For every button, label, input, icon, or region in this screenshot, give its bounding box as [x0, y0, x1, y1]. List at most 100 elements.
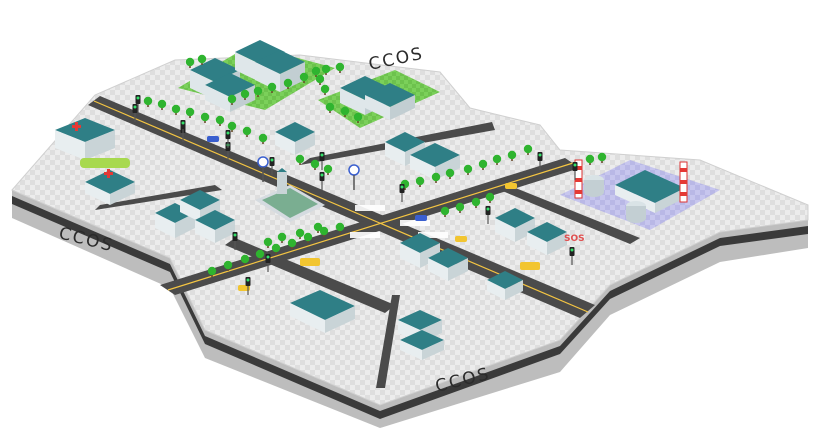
- warehouse-2: [527, 222, 567, 255]
- car-icon: [415, 215, 427, 221]
- traffic-light-icon: [132, 104, 138, 122]
- tree-icon: [242, 126, 252, 137]
- tree-icon: [255, 249, 265, 260]
- tree-icon: [283, 78, 293, 89]
- station-building: [255, 185, 325, 222]
- tree-icon: [227, 94, 237, 105]
- traffic-light-icon: [537, 152, 543, 170]
- tree-icon: [143, 54, 607, 277]
- traffic-light-icon: [319, 152, 325, 170]
- tree-icon: [267, 82, 277, 93]
- station-tower: [277, 168, 287, 194]
- residential-2: [400, 330, 444, 360]
- tree-icon: [258, 133, 268, 144]
- sos-label: SOS: [564, 234, 585, 244]
- traffic-light-icon: [399, 184, 405, 202]
- tree-icon: [319, 226, 329, 237]
- tree-icon: [492, 154, 502, 165]
- car-icon: [455, 236, 467, 242]
- tree-icon: [431, 172, 441, 183]
- traffic-light-icon: [485, 206, 491, 224]
- tree-icon: [335, 62, 345, 73]
- tree-icon: [455, 202, 465, 213]
- chimney-icon: [574, 159, 688, 203]
- tree-icon: [585, 154, 595, 165]
- tree-icon: [353, 112, 363, 123]
- car-icon: [207, 136, 219, 142]
- tree-icon: [299, 72, 309, 83]
- tree-icon: [440, 206, 450, 217]
- tree-icon: [240, 89, 250, 100]
- tree-icon: [320, 84, 330, 95]
- commercial-2: [428, 248, 468, 281]
- tree-icon: [321, 64, 331, 75]
- traffic-light-icon: [225, 130, 231, 148]
- tree-icon: [340, 106, 350, 117]
- tree-icon: [171, 104, 181, 115]
- tree-icon: [197, 54, 207, 65]
- traffic-light-icon: [319, 172, 325, 190]
- tree-icon: [445, 168, 455, 179]
- bus-icon: [520, 262, 540, 270]
- hospital-icon: [72, 122, 81, 131]
- tree-icon: [311, 66, 321, 77]
- tree-icon: [295, 154, 305, 165]
- tree-icon: [223, 260, 233, 271]
- clinic-building: [85, 170, 135, 205]
- vehicles: [80, 136, 540, 291]
- tree-icon: [227, 121, 237, 132]
- tree-icon: [597, 152, 607, 163]
- crosswalks: [350, 205, 448, 238]
- tree-icon: [207, 266, 217, 277]
- car-icon: [505, 183, 517, 189]
- tree-icon: [240, 254, 250, 265]
- tree-icon: [253, 86, 263, 97]
- tree-icon: [478, 159, 488, 170]
- shop-1: [487, 271, 523, 300]
- tree-icon: [313, 222, 323, 233]
- clinic-cross-icon: [104, 169, 113, 178]
- traffic-light-icon: [569, 247, 575, 265]
- tree-icon: [157, 99, 167, 110]
- commercial-1: [400, 233, 440, 268]
- tree-icon: [185, 57, 195, 68]
- tree-icon: [315, 74, 325, 85]
- campus-building: [290, 290, 355, 333]
- tree-icon: [325, 102, 335, 113]
- car-icon: [238, 285, 250, 291]
- tree-icon: [310, 159, 320, 170]
- tree-icon: [271, 243, 281, 254]
- tree-icon: [485, 192, 495, 203]
- tree-icon: [277, 232, 287, 243]
- tree-icon: [507, 150, 517, 161]
- school-building-3: [195, 210, 235, 243]
- traffic-light-icon: [135, 95, 141, 113]
- office-building-1: [275, 122, 315, 155]
- tree-icon: [415, 176, 425, 187]
- hospital-building: [55, 118, 115, 160]
- tree-icon: [185, 107, 195, 118]
- tree-icon: [287, 238, 297, 249]
- tree-icon: [215, 115, 225, 126]
- parking-sign-icon: [257, 156, 360, 190]
- office-building-3: [410, 143, 460, 180]
- traffic-light-icon: [245, 277, 251, 295]
- tree-icon: [523, 144, 533, 155]
- apartment-block-6: [365, 83, 415, 120]
- tree-icon: [303, 232, 313, 243]
- tree-icon: [263, 237, 273, 248]
- tree-icon: [295, 228, 305, 239]
- traffic-light-icon: [180, 120, 186, 138]
- traffic-light-icon: [265, 254, 271, 272]
- tree-icon: [463, 164, 473, 175]
- buildings: [55, 40, 567, 360]
- traffic-light-icon: [269, 157, 275, 175]
- parked-cars: [80, 158, 130, 168]
- traffic-light-icon: [232, 232, 238, 250]
- tree-icon: [200, 112, 210, 123]
- tree-icon: [335, 222, 345, 233]
- tree-icon: [323, 164, 333, 175]
- storage-tank-icon: [584, 175, 646, 223]
- traffic-light-icon: [132, 95, 578, 295]
